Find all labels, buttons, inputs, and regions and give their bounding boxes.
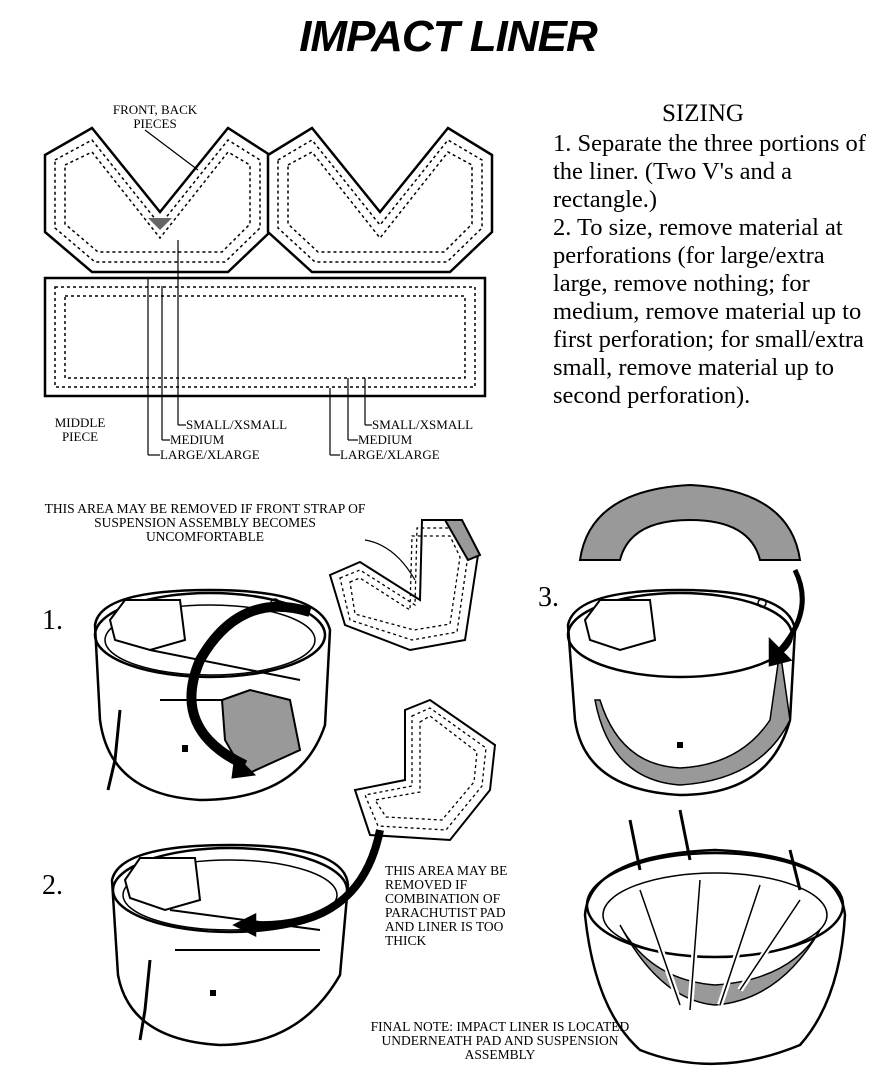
label-medium-left: MEDIUM <box>170 432 225 447</box>
step-number-2: 2. <box>42 870 63 901</box>
v-piece-step-2 <box>353 698 497 842</box>
label-middle-piece: MIDDLE PIECE <box>54 415 106 444</box>
sizing-step-1: 1. Separate the three portions of the li… <box>553 130 866 213</box>
label-large-right: LARGE/XLARGE <box>340 447 440 462</box>
front-piece-left <box>43 126 272 274</box>
note-parachutist: THIS AREA MAY BE REMOVED IF COMBINATION … <box>385 863 508 948</box>
sizing-step-2: 2. To size, remove material at perforati… <box>553 214 864 409</box>
back-piece-right <box>266 126 494 274</box>
helmet-step-2 <box>110 829 384 1047</box>
label-small-left: SMALL/XSMALL <box>186 417 288 432</box>
label-front-back-pieces: FRONT, BACK PIECES <box>112 102 198 131</box>
sizing-heading: SIZING <box>662 100 744 127</box>
sizing-instructions: 1. Separate the three portions of the li… <box>553 130 873 410</box>
label-small-right: SMALL/XSMALL <box>372 417 474 432</box>
v-piece-step-1 <box>328 519 482 652</box>
helmet-step-1 <box>93 588 332 802</box>
step-number-3: 3. <box>538 582 559 613</box>
page-title: IMPACT LINER <box>299 12 598 61</box>
helmet-step-3 <box>566 483 805 797</box>
middle-piece <box>43 276 487 398</box>
step-number-1: 1. <box>42 605 63 636</box>
note-final: FINAL NOTE: IMPACT LINER IS LOCATED UNDE… <box>370 1019 630 1062</box>
label-medium-right: MEDIUM <box>358 432 413 447</box>
note-front-strap: THIS AREA MAY BE REMOVED IF FRONT STRAP … <box>44 501 366 544</box>
helmet-final <box>583 809 847 1066</box>
label-large-left: LARGE/XLARGE <box>160 447 260 462</box>
